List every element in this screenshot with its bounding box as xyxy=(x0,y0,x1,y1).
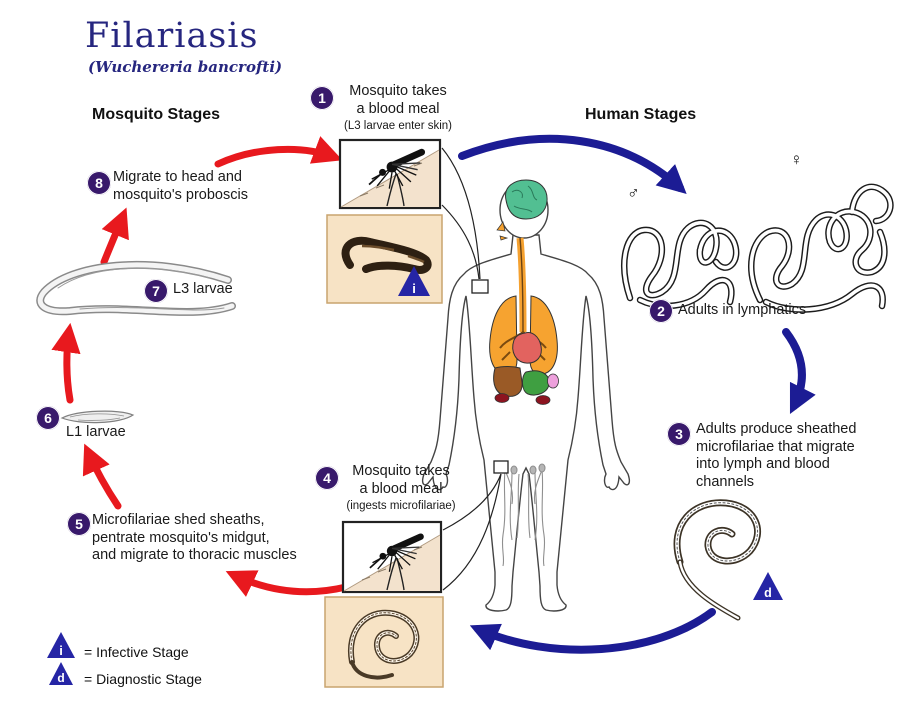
svg-text:d: d xyxy=(57,671,64,685)
mosquito-bite-box-bottom xyxy=(341,520,443,594)
lymphatic-vessels-illustration xyxy=(501,463,546,567)
blue-arrow-box1-to-adults xyxy=(458,134,687,195)
step-6-label: L1 larvae xyxy=(66,424,126,440)
section-header-mosquito-stages: Mosquito Stages xyxy=(92,106,221,123)
step-1-note: (L3 larvae enter skin) xyxy=(343,120,453,132)
blue-arrow-microfilaria-to-box4 xyxy=(469,608,716,654)
legend-icons: i d xyxy=(47,632,75,685)
red-arrow-step8-to-box1 xyxy=(214,136,343,168)
page-title: Filariasis xyxy=(85,16,259,56)
adult-worms-illustration xyxy=(621,183,894,313)
stomach-illustration xyxy=(522,370,550,396)
female-symbol: ♀ xyxy=(790,150,803,169)
legend-diagnostic-triangle-icon xyxy=(49,662,73,685)
liver-illustration xyxy=(493,366,523,397)
red-arrow-step6-to-step7 xyxy=(51,322,81,404)
red-arrows xyxy=(51,136,350,597)
step-6-badge: 6 xyxy=(36,406,60,430)
heart-illustration xyxy=(512,332,542,364)
step-8-label: Migrate to head and mosquito's proboscis xyxy=(113,169,248,203)
legend-infective-label: = Infective Stage xyxy=(84,644,189,660)
svg-text:d: d xyxy=(764,586,772,600)
legend-infective-triangle-icon xyxy=(47,632,75,658)
legend-diagnostic-label: = Diagnostic Stage xyxy=(84,671,202,687)
red-arrow-box4-to-step5 xyxy=(225,570,350,597)
svg-text:i: i xyxy=(412,281,416,296)
step-3-badge: 3 xyxy=(667,422,691,446)
step-2-badge: 2 xyxy=(649,299,673,323)
red-arrow-step7-to-step8 xyxy=(100,207,129,266)
sheathed-microfilaria-illustration: d xyxy=(673,499,783,621)
step-7-badge: 7 xyxy=(144,279,168,303)
step-5-label: Microfilariae shed sheaths, pentrate mos… xyxy=(92,512,297,564)
step-4-label: Mosquito takes a blood meal xyxy=(352,463,450,497)
l3-larvae-illustration xyxy=(36,260,236,316)
human-body-illustration xyxy=(421,179,631,612)
spleen-illustration xyxy=(494,393,510,403)
step-2-label: Adults in lymphatics xyxy=(678,302,807,318)
l3-larva-box: i xyxy=(326,214,443,304)
male-symbol: ♂ xyxy=(627,183,640,202)
face-illustration xyxy=(496,221,509,241)
connector-lines xyxy=(441,147,502,591)
svg-text:i: i xyxy=(59,643,63,658)
step-7-label: L3 larvae xyxy=(173,281,233,297)
step-4-note: (ingests microfilariae) xyxy=(346,500,456,512)
step-4-badge: 4 xyxy=(315,466,339,490)
blue-arrow-step2-to-step3 xyxy=(782,328,816,415)
microfilaria-box xyxy=(324,596,444,688)
diagnostic-stage-triangle-icon xyxy=(753,572,783,600)
pink-organ-illustration xyxy=(547,373,559,389)
bite-site-thigh-marker xyxy=(493,460,509,474)
step-3-label: Adults produce sheathed microfilariae th… xyxy=(696,421,857,491)
mosquito-bite-box-top xyxy=(338,138,442,210)
step-1-label: Mosquito takes a blood meal xyxy=(349,83,447,117)
section-header-human-stages: Human Stages xyxy=(585,106,697,123)
step-8-badge: 8 xyxy=(87,171,111,195)
red-arrow-step5-to-step6 xyxy=(82,443,122,510)
blue-arrows xyxy=(458,134,816,654)
page-subtitle: (Wuchereria bancrofti) xyxy=(88,58,283,76)
brain-illustration xyxy=(505,179,548,220)
step-1-badge: 1 xyxy=(310,86,334,110)
l1-larva-illustration xyxy=(60,410,135,424)
bite-site-chest-marker xyxy=(471,279,489,294)
infective-stage-triangle-icon xyxy=(398,266,430,296)
step-5-badge: 5 xyxy=(67,512,91,536)
